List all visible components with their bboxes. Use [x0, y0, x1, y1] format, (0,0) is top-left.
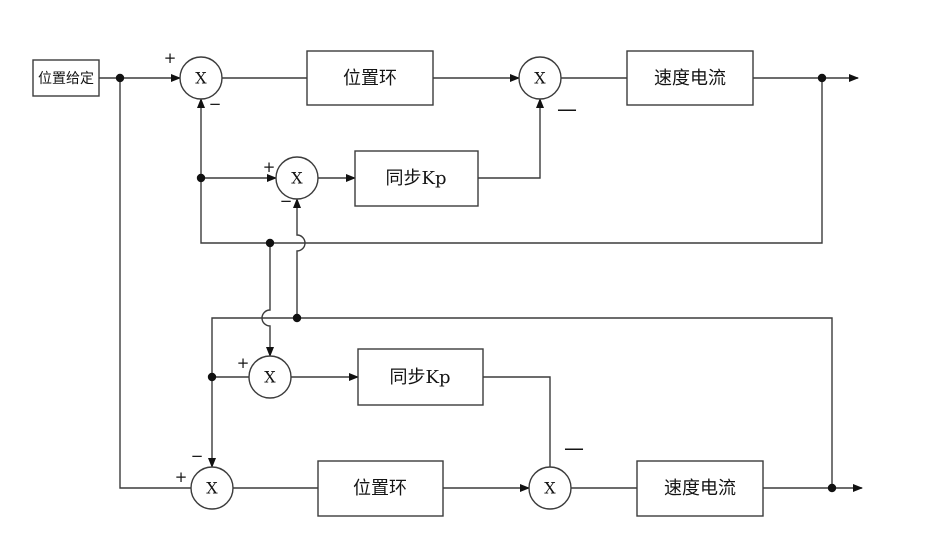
- label-position-loop-top: 位置环: [343, 68, 397, 89]
- sign-plus-sum5: +: [175, 468, 188, 486]
- block-sync-kp-bottom: [357, 348, 484, 406]
- wire-sync-kp-bottom-to-sum6: [483, 376, 551, 467]
- label-sync-kp-bottom: 同步Kp: [390, 367, 451, 388]
- sign-minus-sync-top: −: [280, 192, 293, 210]
- sum-junction-5: [190, 466, 234, 510]
- block-position-ref: [32, 59, 100, 97]
- wire-cross-up-to-sync-sum1: [293, 198, 306, 318]
- sign-minus-sum5: −: [191, 447, 204, 465]
- wires: [99, 74, 863, 492]
- wire-feedback-bottom: [208, 317, 833, 488]
- junction-cross-bottom: [292, 313, 302, 323]
- sign-minus-sum2: —: [557, 97, 577, 121]
- junction-feedback-top-branch: [196, 173, 206, 183]
- block-position-loop-bottom: [317, 460, 444, 517]
- sign-plus-sync-bottom: +: [237, 354, 250, 372]
- block-sync-kp-top: [354, 150, 479, 207]
- junction-cross-top: [265, 238, 275, 248]
- wire-sync-kp-top-to-sum2: [478, 98, 544, 179]
- blocks: [32, 50, 764, 517]
- wire-ref-branch-to-sum5: [119, 78, 191, 489]
- junction-ref-branch: [115, 73, 125, 83]
- sum-junction-1: [179, 56, 223, 100]
- sum-junction-sync-bottom: [248, 355, 292, 399]
- block-speed-current-top: [626, 50, 754, 106]
- label-speed-current-top: 速度电流: [654, 68, 726, 89]
- sum-symbols: X X X X X X: [195, 69, 556, 498]
- block-position-loop-top: [306, 50, 434, 106]
- label-position-ref: 位置给定: [38, 71, 94, 87]
- sign-plus-sum1: +: [164, 49, 177, 67]
- sum-symbol-1: X: [195, 69, 207, 88]
- sign-plus-sync-top: +: [263, 158, 276, 176]
- summing-junctions: [179, 56, 572, 510]
- sum-symbol-sync-top: X: [291, 169, 303, 188]
- sum-junction-sync-top: [275, 156, 319, 200]
- sum-symbol-5: X: [206, 479, 218, 498]
- sum-symbol-sync-bottom: X: [264, 368, 276, 387]
- sum-junction-6: [528, 466, 572, 510]
- sum-symbol-6: X: [544, 479, 556, 498]
- label-sync-kp-top: 同步Kp: [386, 168, 447, 189]
- junction-feedback-bottom-branch: [207, 372, 217, 382]
- block-speed-current-bottom: [636, 460, 764, 517]
- sum-symbol-2: X: [534, 69, 546, 88]
- junction-output-bottom: [827, 483, 837, 493]
- signs: + − — + − + + − —: [164, 49, 584, 486]
- sign-minus-sum6: —: [564, 436, 584, 460]
- label-position-loop-bottom: 位置环: [353, 478, 407, 499]
- label-speed-current-bottom: 速度电流: [664, 478, 736, 499]
- wire-cross-down-to-sync-sum2: [261, 243, 274, 357]
- sum-junction-2: [518, 56, 562, 100]
- block-labels: 位置给定 位置环 速度电流 同步Kp 同步Kp 位置环 速度电流: [38, 68, 736, 499]
- wire-feedback-top: [197, 78, 823, 244]
- junction-dots: [115, 73, 837, 493]
- junction-output-top: [817, 73, 827, 83]
- sign-minus-sum1: −: [209, 95, 222, 113]
